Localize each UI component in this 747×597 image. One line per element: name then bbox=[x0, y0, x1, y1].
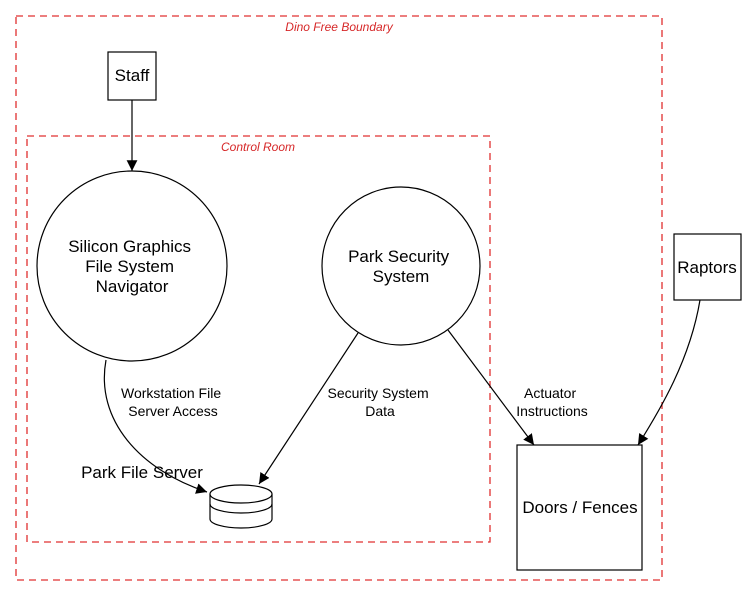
doors-fences-label: Doors / Fences bbox=[522, 498, 637, 517]
staff-label: Staff bbox=[115, 66, 150, 85]
raptors-label: Raptors bbox=[677, 258, 737, 277]
sgi-navigator-label: Silicon Graphics File System Navigator bbox=[68, 237, 196, 296]
edge-raptors-to-doors bbox=[637, 299, 701, 446]
edge-label-workstation: Workstation File Server Access bbox=[121, 385, 225, 419]
dino-free-boundary bbox=[15, 15, 663, 581]
edge-label-security-data: Security System Data bbox=[327, 385, 432, 419]
park-file-server-label: Park File Server bbox=[81, 463, 203, 482]
edge-security-to-doors bbox=[447, 329, 535, 446]
park-file-server-store bbox=[209, 484, 273, 529]
edge-label-actuator: Actuator Instructions bbox=[516, 385, 588, 419]
park-security-label: Park Security System bbox=[348, 247, 454, 286]
park-security-process bbox=[321, 186, 481, 346]
edge-security-to-server bbox=[258, 332, 359, 485]
control-room-boundary bbox=[26, 135, 491, 543]
dino-free-boundary-label: Dino Free Boundary bbox=[285, 20, 393, 34]
edge-sgi-to-server bbox=[103, 359, 208, 494]
raptors-node bbox=[673, 233, 742, 301]
doors-fences-node bbox=[516, 444, 643, 571]
control-room-boundary-label: Control Room bbox=[221, 140, 295, 154]
